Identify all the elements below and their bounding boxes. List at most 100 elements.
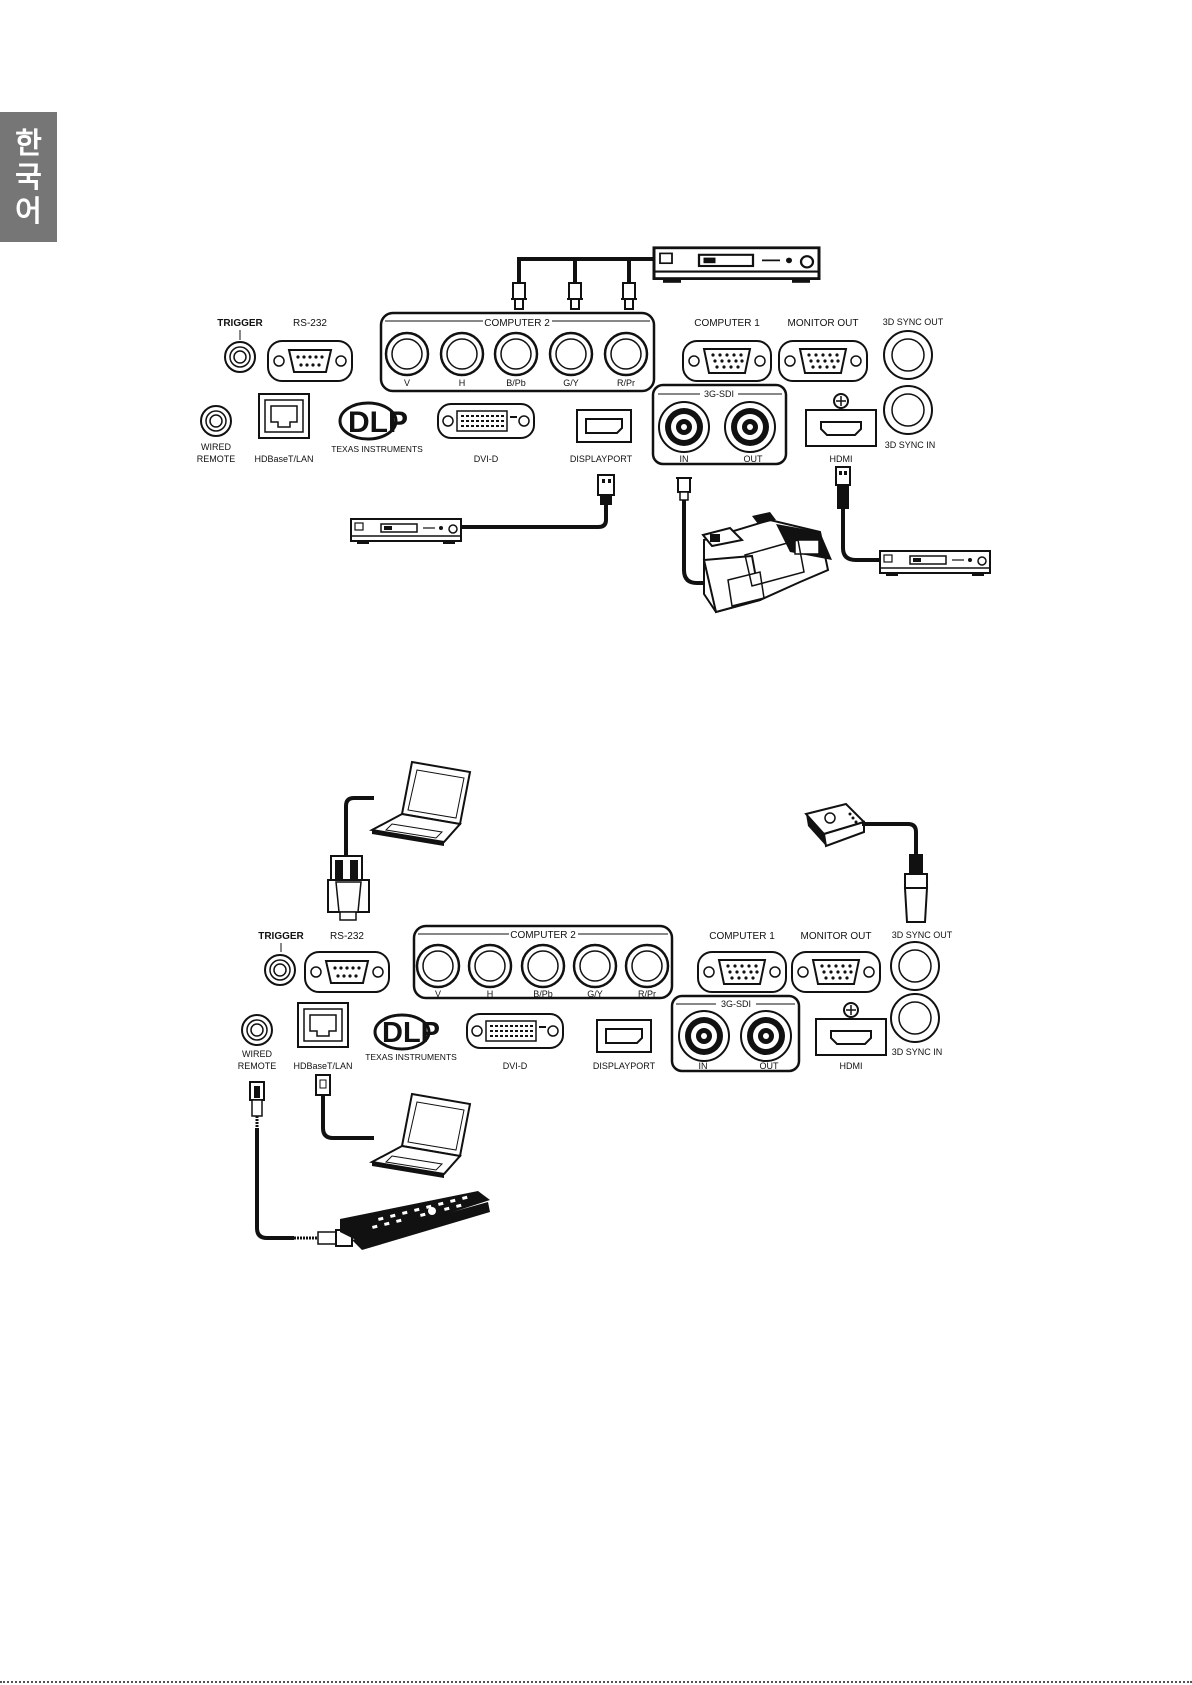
rs232-port — [267, 340, 353, 382]
computer2-port-label: G/Y — [587, 989, 603, 999]
sync-in-port — [890, 993, 940, 1043]
computer2-v-port — [384, 331, 430, 377]
hdmi-label: HDMI — [840, 1061, 863, 1071]
hdmi-port — [815, 1018, 887, 1056]
monitor-out-label: MONITOR OUT — [801, 931, 872, 942]
sdi-in-label: IN — [699, 1061, 708, 1071]
connection-diagram-1: TRIGGER RS-232 COMPUTER 2 V H B/Pb G/Y R… — [197, 246, 991, 614]
sdi-out-label: OUT — [744, 454, 764, 464]
sdi-out-port — [724, 401, 776, 453]
computer2-port-label: R/Pr — [617, 378, 635, 388]
computer2-port-label: V — [404, 378, 410, 388]
trigger-jack — [264, 954, 296, 986]
remote-label: REMOTE — [238, 1061, 277, 1071]
computer1-port — [697, 951, 787, 993]
language-char: 국 — [15, 160, 42, 194]
sync-out-label: 3D SYNC OUT — [892, 930, 953, 940]
remote-control — [340, 1191, 490, 1250]
camcorder — [701, 512, 832, 614]
computer2-port-label: G/Y — [563, 378, 579, 388]
computer2-rpr-port — [624, 943, 670, 989]
svg-text:DLP: DLP — [382, 1017, 440, 1049]
dvid-label: DVI-D — [474, 454, 499, 464]
monitor-out-port — [791, 951, 881, 993]
computer2-rpr-port — [603, 331, 649, 377]
wired-remote-jack — [200, 405, 232, 437]
bnc-plugs — [511, 282, 637, 310]
computer2-port-label: R/Pr — [638, 989, 656, 999]
rs232-cable — [344, 796, 374, 860]
hdbaset-label: HDBaseT/LAN — [254, 454, 313, 464]
sdi-out-label: OUT — [760, 1061, 780, 1071]
computer2-gy-port — [548, 331, 594, 377]
sync-out-port — [890, 941, 940, 991]
displayport-source-device — [350, 518, 462, 545]
hdmi-port — [805, 409, 877, 447]
svg-text:TEXAS INSTRUMENTS: TEXAS INSTRUMENTS — [331, 444, 423, 454]
hdbaset-laptop — [371, 1093, 471, 1179]
computer2-port-label: B/Pb — [506, 378, 526, 388]
sync-in-label: 3D SYNC IN — [885, 440, 936, 450]
language-tab: 한 국 어 — [0, 112, 57, 242]
computer2-bpb-port — [520, 943, 566, 989]
computer1-label: COMPUTER 1 — [709, 931, 775, 942]
rs232-label: RS-232 — [330, 931, 364, 942]
wired-label: WIRED — [242, 1049, 272, 1059]
computer2-v-port — [415, 943, 461, 989]
sdi-in-port — [658, 401, 710, 453]
computer1-port — [682, 340, 772, 382]
sdi-label: 3G-SDI — [721, 999, 751, 1009]
sdi-cable — [676, 477, 704, 585]
language-char: 어 — [15, 194, 42, 228]
dvid-port — [437, 403, 535, 439]
hdmi-source-device — [879, 550, 991, 577]
language-char: 한 — [15, 126, 42, 160]
sync-in-label: 3D SYNC IN — [892, 1047, 943, 1057]
displayport-label: DISPLAYPORT — [570, 454, 633, 464]
wired-label: WIRED — [201, 442, 231, 452]
computer2-label: COMPUTER 2 — [510, 930, 576, 941]
rs232-plug — [327, 855, 370, 921]
wired-remote-cable — [249, 1081, 353, 1247]
sync-out-port — [883, 330, 933, 380]
svg-text:TEXAS INSTRUMENTS: TEXAS INSTRUMENTS — [365, 1052, 457, 1062]
displayport-port — [576, 409, 632, 443]
svg-text:DLP: DLP — [348, 406, 408, 439]
computer2-label: COMPUTER 2 — [484, 318, 550, 329]
sync-out-label: 3D SYNC OUT — [883, 317, 944, 327]
monitor-out-label: MONITOR OUT — [788, 318, 859, 329]
hdbaset-label: HDBaseT/LAN — [293, 1061, 352, 1071]
trigger-label: TRIGGER — [258, 931, 304, 942]
av-source-device — [652, 246, 821, 285]
sync-in-port — [883, 385, 933, 435]
sdi-in-label: IN — [680, 454, 689, 464]
hdbaset-cable — [315, 1074, 374, 1140]
trigger-label: TRIGGER — [217, 318, 263, 329]
computer2-port-label: B/Pb — [533, 989, 553, 999]
sdi-label: 3G-SDI — [704, 389, 734, 399]
rs232-port — [304, 951, 390, 993]
page-footer-rule — [0, 1681, 1192, 1683]
dlp-logo: DLP TEXAS INSTRUMENTS — [365, 1013, 457, 1062]
hdbaset-port — [297, 1002, 349, 1048]
sdi-out-port — [740, 1010, 792, 1062]
computer2-cables — [517, 257, 654, 285]
computer2-port-label: V — [435, 989, 441, 999]
computer2-gy-port — [572, 943, 618, 989]
hdmi-label: HDMI — [830, 454, 853, 464]
hdbaset-port — [258, 393, 310, 439]
hdmi-cable — [835, 466, 880, 562]
trigger-jack — [224, 341, 256, 373]
sdi-in-port — [678, 1010, 730, 1062]
computer2-h-port — [467, 943, 513, 989]
connection-diagram-2: TRIGGER RS-232 COMPUTER 2 V H B/Pb G/Y R… — [238, 761, 953, 1250]
computer2-h-port — [439, 331, 485, 377]
displayport-label: DISPLAYPORT — [593, 1061, 656, 1071]
rs232-label: RS-232 — [293, 318, 327, 329]
computer1-label: COMPUTER 1 — [694, 318, 760, 329]
dvid-port — [466, 1013, 564, 1049]
monitor-out-port — [778, 340, 868, 382]
computer2-bpb-port — [493, 331, 539, 377]
computer2-port-label: H — [487, 989, 494, 999]
dvid-label: DVI-D — [503, 1061, 528, 1071]
